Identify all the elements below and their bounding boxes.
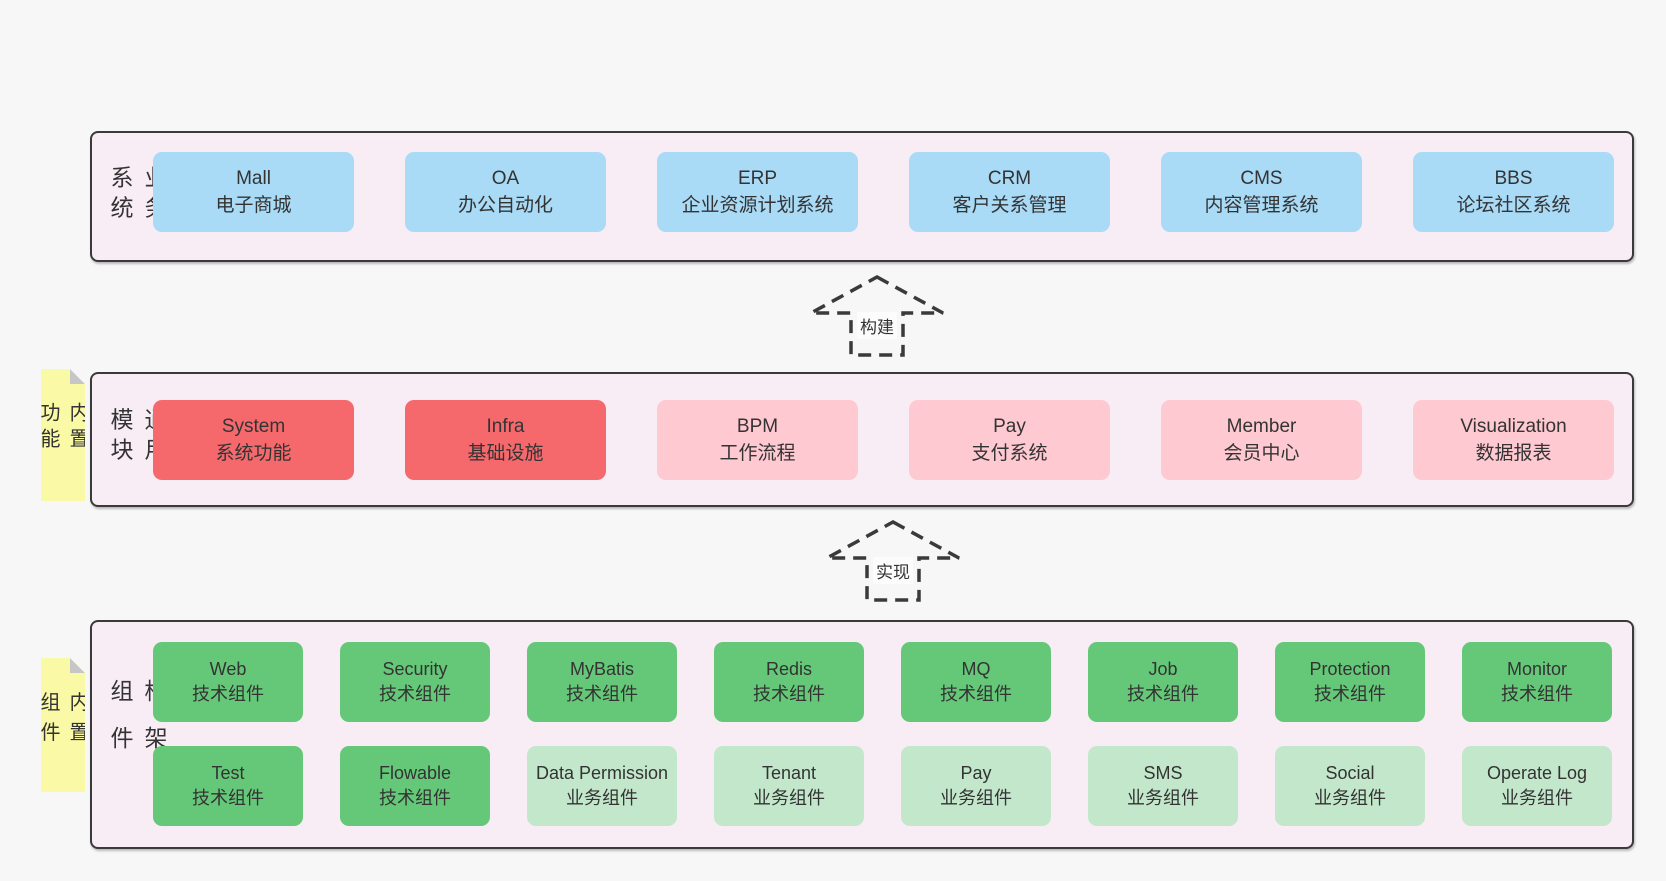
box-monitor-desc: 技术组件 [1501,684,1573,704]
implement-arrow: 实现 [823,519,963,603]
box-bbs-name: BBS [1494,168,1533,189]
box-redis: Redis 技术组件 [714,642,864,722]
box-erp: ERP 企业资源计划系统 [657,152,858,232]
box-job: Job 技术组件 [1088,642,1238,722]
box-bbs-desc: 论坛社区系统 [1456,195,1571,216]
box-security: Security 技术组件 [340,642,490,722]
box-pay-component-desc: 业务组件 [940,788,1012,808]
framework-components-band: 框架组件 Web 技术组件 Security 技术组件 MyBatis 技术组件… [90,620,1634,849]
box-crm: CRM 客户关系管理 [909,152,1110,232]
business-systems-band: 业务系统 Mall 电子商城 OA 办公自动化 ERP 企业资源计划系统 CRM… [90,131,1634,262]
up-arrow-icon [826,520,960,602]
box-flowable-name: Flowable [378,763,452,783]
box-infra: Infra 基础设施 [405,400,606,480]
box-bpm-name: BPM [736,416,779,437]
sticky-fold-corner [70,369,85,384]
box-member: Member 会员中心 [1161,400,1362,480]
box-infra-name: Infra [486,416,525,437]
box-system: System 系统功能 [153,400,354,480]
box-mall: Mall 电子商城 [153,152,354,232]
box-visualization-name: Visualization [1460,416,1567,437]
box-cms-desc: 内容管理系统 [1204,195,1319,216]
box-mall-desc: 电子商城 [215,195,292,216]
box-cms: CMS 内容管理系统 [1161,152,1362,232]
box-data-permission-desc: 业务组件 [566,788,638,808]
box-sms: SMS 业务组件 [1088,746,1238,826]
box-member-desc: 会员中心 [1223,443,1300,464]
box-test-name: Test [211,763,245,783]
sticky-fold-corner [70,658,85,673]
box-oa-name: OA [491,168,520,189]
box-erp-name: ERP [737,168,778,189]
box-security-desc: 技术组件 [379,684,451,704]
box-pay-module-name: Pay [993,416,1026,437]
box-monitor-name: Monitor [1506,659,1568,679]
box-bpm: BPM 工作流程 [657,400,858,480]
box-web-desc: 技术组件 [192,684,264,704]
box-redis-desc: 技术组件 [753,684,825,704]
box-data-permission-name: Data Permission [535,763,669,783]
box-monitor: Monitor 技术组件 [1462,642,1612,722]
box-cms-name: CMS [1240,168,1283,189]
box-pay-module: Pay 支付系统 [909,400,1110,480]
box-mybatis-desc: 技术组件 [566,684,638,704]
box-system-desc: 系统功能 [215,443,292,464]
box-member-name: Member [1226,416,1297,437]
box-protection-desc: 技术组件 [1314,684,1386,704]
box-pay-component-name: Pay [960,763,992,783]
box-social: Social 业务组件 [1275,746,1425,826]
box-mq: MQ 技术组件 [901,642,1051,722]
box-tenant-desc: 业务组件 [753,788,825,808]
box-mq-desc: 技术组件 [940,684,1012,704]
common-modules-band: 通用模块 System 系统功能 Infra 基础设施 BPM 工作流程 Pay… [90,372,1634,507]
box-mq-name: MQ [961,659,991,679]
box-mybatis-name: MyBatis [569,659,634,679]
box-social-name: Social [1325,763,1375,783]
box-test-desc: 技术组件 [192,788,264,808]
builtin-components-label: 内置组件 [37,691,88,752]
box-tenant: Tenant 业务组件 [714,746,864,826]
box-pay-component: Pay 业务组件 [901,746,1051,826]
box-sms-name: SMS [1143,763,1183,783]
build-arrow: 构建 [807,274,947,358]
box-erp-desc: 企业资源计划系统 [681,195,834,216]
box-flowable: Flowable 技术组件 [340,746,490,826]
builtin-features-label: 内置功能 [37,402,88,454]
box-operate-log-name: Operate Log [1486,763,1588,783]
box-data-permission: Data Permission 业务组件 [527,746,677,826]
box-flowable-desc: 技术组件 [379,788,451,808]
box-redis-name: Redis [765,659,813,679]
box-oa: OA 办公自动化 [405,152,606,232]
box-visualization-desc: 数据报表 [1475,443,1552,464]
box-test: Test 技术组件 [153,746,303,826]
box-mall-name: Mall [236,168,271,189]
box-web: Web 技术组件 [153,642,303,722]
build-arrow-label: 构建 [857,312,897,339]
box-infra-desc: 基础设施 [467,443,544,464]
box-social-desc: 业务组件 [1314,788,1386,808]
box-system-name: System [221,416,286,437]
box-mybatis: MyBatis 技术组件 [527,642,677,722]
box-security-name: Security [382,659,448,679]
box-web-name: Web [209,659,247,679]
box-crm-desc: 客户关系管理 [952,195,1067,216]
box-operate-log-desc: 业务组件 [1501,788,1573,808]
box-pay-module-desc: 支付系统 [971,443,1048,464]
box-job-name: Job [1148,659,1178,679]
builtin-features-sticky: 内置功能 [41,369,85,501]
box-job-desc: 技术组件 [1127,684,1199,704]
box-bpm-desc: 工作流程 [719,443,796,464]
box-oa-desc: 办公自动化 [457,195,553,216]
box-operate-log: Operate Log 业务组件 [1462,746,1612,826]
box-sms-desc: 业务组件 [1127,788,1199,808]
box-bbs: BBS 论坛社区系统 [1413,152,1614,232]
builtin-components-sticky: 内置组件 [41,658,85,792]
up-arrow-icon [810,275,944,357]
box-protection: Protection 技术组件 [1275,642,1425,722]
box-tenant-name: Tenant [761,763,817,783]
box-crm-name: CRM [987,168,1032,189]
box-protection-name: Protection [1309,659,1391,679]
box-visualization: Visualization 数据报表 [1413,400,1614,480]
implement-arrow-label: 实现 [873,557,913,584]
